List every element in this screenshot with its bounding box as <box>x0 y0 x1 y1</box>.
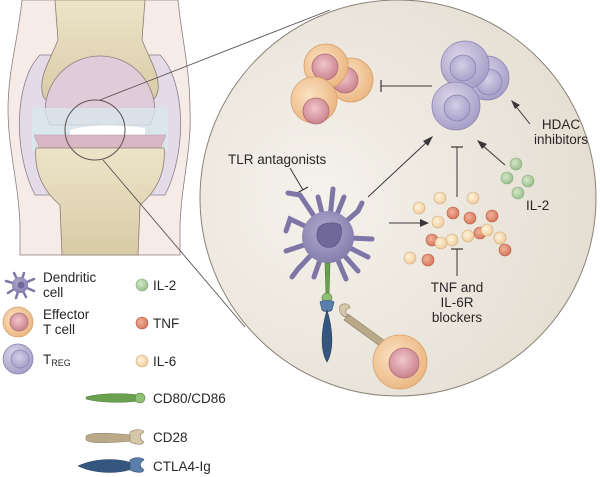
legend-ctla4-ig-label: CTLA4-Ig <box>153 459 211 474</box>
il6-dot <box>412 201 426 215</box>
treg-cell-cluster <box>431 40 510 131</box>
zoom-line-bottom <box>102 159 246 328</box>
legend-dendritic-line1: Dendritic <box>43 270 97 285</box>
legend-effector-line1: Effector <box>43 307 90 322</box>
legend-treg-sub: REG <box>51 358 71 368</box>
il2-cluster <box>500 157 535 200</box>
zoom-line-top <box>99 9 331 101</box>
effector-t-cell-icon <box>2 306 34 338</box>
tnf-label-line1: TNF and <box>430 280 484 295</box>
il6-dot <box>461 229 475 243</box>
dendritic-cell-icon <box>4 271 36 300</box>
legend-treg-label: TREG <box>43 352 71 371</box>
il6-dot <box>480 223 494 237</box>
dendritic-to-cytokines-arrow <box>389 219 429 227</box>
ctla4-ig-molecule <box>319 300 335 363</box>
il6-dot <box>431 215 445 229</box>
tnf-dot <box>485 209 499 223</box>
il6-dot <box>466 191 480 205</box>
cd28-icon <box>85 429 145 445</box>
tnf-il6r-blocker-inhibition <box>451 248 463 276</box>
legend-effector-line2: T cell <box>43 322 76 337</box>
cd80-cd86-icon <box>85 392 146 404</box>
cytokine-cloud <box>403 191 512 267</box>
treg-inhibits-effector-arrow <box>380 80 432 92</box>
il2-dot-icon <box>135 278 149 292</box>
legend-il6-label: IL-6 <box>153 354 177 369</box>
tibia-bone <box>35 147 165 256</box>
legend-dendritic-line2: cell <box>43 285 64 300</box>
tnf-label-line3: blockers <box>431 310 483 325</box>
effector-t-cell-bottom <box>372 334 428 390</box>
hdac-label-line2: inhibitors <box>533 132 589 147</box>
legend-cd28-label: CD28 <box>153 430 188 445</box>
legend-cd80-cd86-label: CD80/CD86 <box>153 391 226 406</box>
tnf-dot <box>446 206 460 220</box>
magnified-region-marker <box>64 99 126 161</box>
ctla4-ig-icon <box>77 457 145 473</box>
effector-t-cell-cluster <box>290 43 374 125</box>
dendritic-cell <box>283 186 375 282</box>
il6-dot-icon <box>135 354 149 368</box>
il2-label: IL-2 <box>526 198 550 213</box>
legend-effector-label: Effector T cell <box>43 307 89 337</box>
il6-dot <box>493 231 507 245</box>
cytokine-inhibits-treg-line <box>451 146 463 197</box>
tnf-dot <box>498 243 512 257</box>
legend-il2-label: IL-2 <box>153 278 177 293</box>
il6-dot <box>434 236 448 250</box>
tlr-antagonist-inhibition <box>289 167 309 194</box>
hdac-arrow <box>511 100 531 125</box>
hdac-inhibitors-label: HDAC inhibitors <box>528 117 594 147</box>
treg-cell-icon <box>2 343 34 375</box>
tnf-dot <box>463 211 477 225</box>
tnf-label-line2: IL-6R <box>440 295 474 310</box>
femoral-cartilage <box>44 55 156 126</box>
hdac-label-line1: HDAC <box>541 117 581 132</box>
dendritic-to-treg-arrow <box>367 136 433 198</box>
tnf-dot <box>421 253 435 267</box>
il6-dot <box>445 233 459 247</box>
il6-dot <box>433 191 447 205</box>
tlr-antagonists-label: TLR antagonists <box>228 152 327 167</box>
legend-dendritic-label: Dendritic cell <box>43 270 96 300</box>
legend-tnf-label: TNF <box>153 316 180 331</box>
tnf-dot-icon <box>135 316 149 330</box>
knee-joint-illustration <box>7 0 331 328</box>
il6-dot <box>403 251 417 265</box>
tnf-il6r-blockers-label: TNF and IL-6R blockers <box>425 280 489 325</box>
legend-treg-main: T <box>43 352 52 367</box>
il2-arrow <box>477 140 506 166</box>
